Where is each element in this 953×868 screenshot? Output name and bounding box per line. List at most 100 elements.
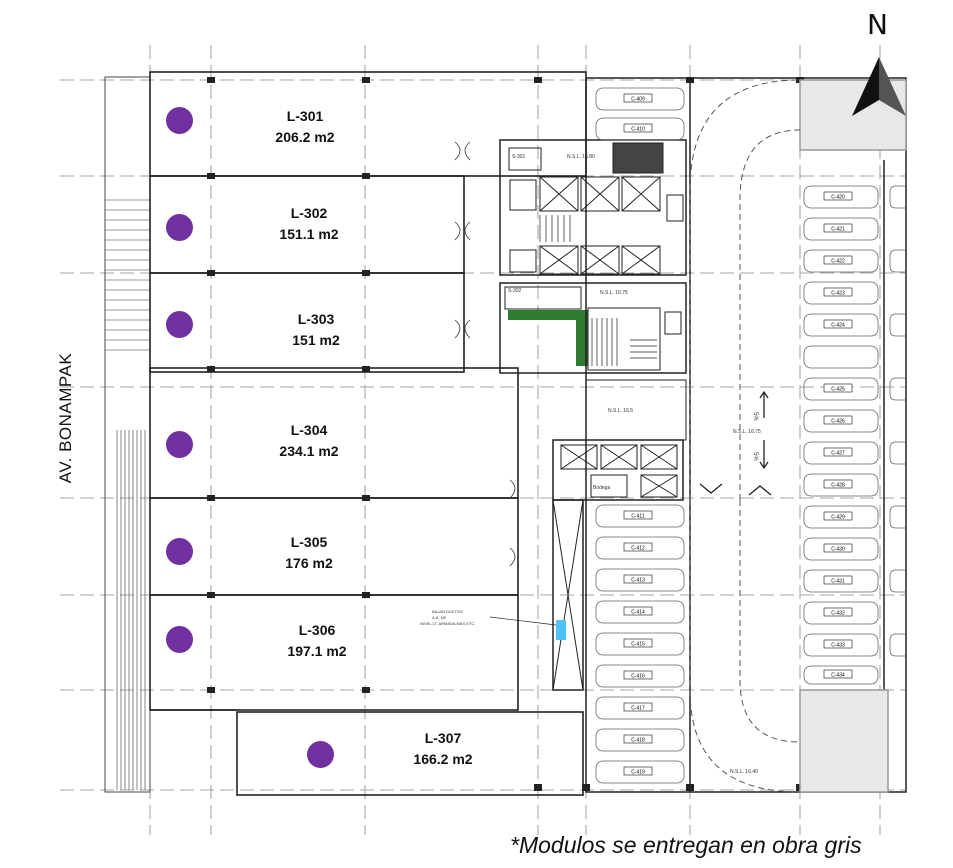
stall-label: C-411 xyxy=(631,514,644,520)
unit-id: L-304 xyxy=(290,422,328,438)
stall-label: C-413 xyxy=(631,578,645,584)
unit-label-l306: L-306 197.1 m2 xyxy=(267,620,367,662)
stall-label: C-428 xyxy=(831,483,845,489)
stall-tag-box xyxy=(623,702,653,712)
unit-area: 176 m2 xyxy=(285,555,333,571)
room-label-s302: S-302 xyxy=(508,288,522,294)
stall-tag-box xyxy=(823,639,853,649)
north-arrow-icon xyxy=(852,57,906,116)
unit-id: L-303 xyxy=(297,311,335,327)
stall-tag-box xyxy=(623,734,653,744)
unit-id: L-306 xyxy=(298,622,336,638)
stall-tag-box xyxy=(823,575,853,585)
unit-marker xyxy=(166,626,193,653)
stall-label: C-427 xyxy=(831,451,845,457)
unit-area: 234.1 m2 xyxy=(279,443,339,459)
stall-tag-box xyxy=(823,607,853,617)
parking-stalls-left xyxy=(595,87,685,784)
stall-label: C-433 xyxy=(831,643,845,649)
stall-label: C-420 xyxy=(831,195,845,201)
unit-id: L-301 xyxy=(286,108,324,124)
parking-stalls-right xyxy=(803,185,879,685)
unit-marker xyxy=(166,538,193,565)
stall-label: C-425 xyxy=(831,387,845,393)
unit-marker xyxy=(166,107,193,134)
stall-label: C-419 xyxy=(631,770,645,776)
shaft-note: A.A. DE xyxy=(432,615,447,620)
stall-label: C-426 xyxy=(831,419,845,425)
stall-tag-box xyxy=(623,606,653,616)
room-label-bodega: Bodega xyxy=(593,485,610,491)
shaft-note: BAJAN DUCTOS xyxy=(432,609,463,614)
stall-tag-box xyxy=(623,93,653,103)
doors xyxy=(454,141,516,567)
unit-marker xyxy=(166,214,193,241)
stall-tag-box xyxy=(623,123,653,133)
stall-label: C-431 xyxy=(831,579,845,585)
stall-label: C-417 xyxy=(631,706,645,712)
level-tag: N.S.L. 16.75 xyxy=(600,290,628,296)
unit-label-l301: L-301 206.2 m2 xyxy=(255,106,355,148)
shaft-note: NIVEL LT. ARMADA MAS ETC. xyxy=(420,621,475,626)
stall-tag-box xyxy=(823,669,853,679)
stall-label: C-415 xyxy=(631,642,645,648)
stall-label: C-429 xyxy=(831,515,845,521)
stall-tag-box xyxy=(823,447,853,457)
unit-area: 166.2 m2 xyxy=(413,751,473,767)
stall-tag-box xyxy=(623,670,653,680)
stall-tag-box xyxy=(623,510,653,520)
stall-label: C-409 xyxy=(631,97,645,103)
stall-labels-left: C-409C-410C-411C-412C-413C-414C-415C-416… xyxy=(623,93,653,776)
stall-tag-box xyxy=(823,479,853,489)
stall-label: C-424 xyxy=(831,323,845,329)
unit-label-l303: L-303 151 m2 xyxy=(266,309,366,351)
stall-label: C-418 xyxy=(631,738,645,744)
stall-tag-box xyxy=(823,511,853,521)
unit-area: 151.1 m2 xyxy=(279,226,339,242)
stall-tag-box xyxy=(823,383,853,393)
stall-tag-box xyxy=(823,543,853,553)
unit-id: L-307 xyxy=(424,730,462,746)
ramp-arrows xyxy=(699,390,772,496)
level-tag: N.S.L. 16.75 xyxy=(733,429,761,435)
unit-area: 151 m2 xyxy=(292,332,340,348)
stall-label: C-430 xyxy=(831,547,845,553)
unit-marker xyxy=(166,311,193,338)
stall-tag-box xyxy=(823,191,853,201)
stall-label: C-410 xyxy=(631,127,645,133)
level-tag: N.S.L. 16.80 xyxy=(567,154,595,160)
stall-label: C-434 xyxy=(831,673,845,679)
stall-tag-box xyxy=(623,766,653,776)
stall-label: C-432 xyxy=(831,611,845,617)
stall-tag-box xyxy=(823,319,853,329)
stall-tag-box xyxy=(823,255,853,265)
unit-area: 206.2 m2 xyxy=(275,129,335,145)
unit-marker xyxy=(166,431,193,458)
parking-stalls-edge xyxy=(889,185,906,657)
ramp-slope: 5% xyxy=(752,412,758,421)
stall-labels-right: C-420C-421C-422C-423C-424C-425C-426C-427… xyxy=(823,191,853,679)
footnote: *Modulos se entregan en obra gris xyxy=(510,832,862,858)
ramp-slope: 5% xyxy=(752,452,758,461)
stall-label: C-422 xyxy=(831,259,845,265)
unit-id: L-305 xyxy=(290,534,328,550)
stall-label: C-421 xyxy=(831,227,845,233)
unit-marker xyxy=(307,741,334,768)
level-tag: N.S.L. 16.40 xyxy=(730,769,758,775)
stall-label: C-416 xyxy=(631,674,645,680)
ramp xyxy=(689,79,801,793)
street-label: AV. BONAMPAK xyxy=(56,352,75,484)
stall-tag-box xyxy=(823,287,853,297)
stall-tag-box xyxy=(623,574,653,584)
parking-structure xyxy=(585,77,907,793)
stall-tag-box xyxy=(623,542,653,552)
room-label-s301: S-301 xyxy=(512,154,526,160)
north-label: N xyxy=(867,8,888,41)
unit-area: 197.1 m2 xyxy=(287,643,347,659)
unit-label-l305: L-305 176 m2 xyxy=(259,532,359,574)
stall-label: C-423 xyxy=(831,291,845,297)
unit-id: L-302 xyxy=(290,205,328,221)
level-tag: N.S.L. 16.5 xyxy=(608,408,633,414)
unit-label-l307: L-307 166.2 m2 xyxy=(393,728,493,770)
